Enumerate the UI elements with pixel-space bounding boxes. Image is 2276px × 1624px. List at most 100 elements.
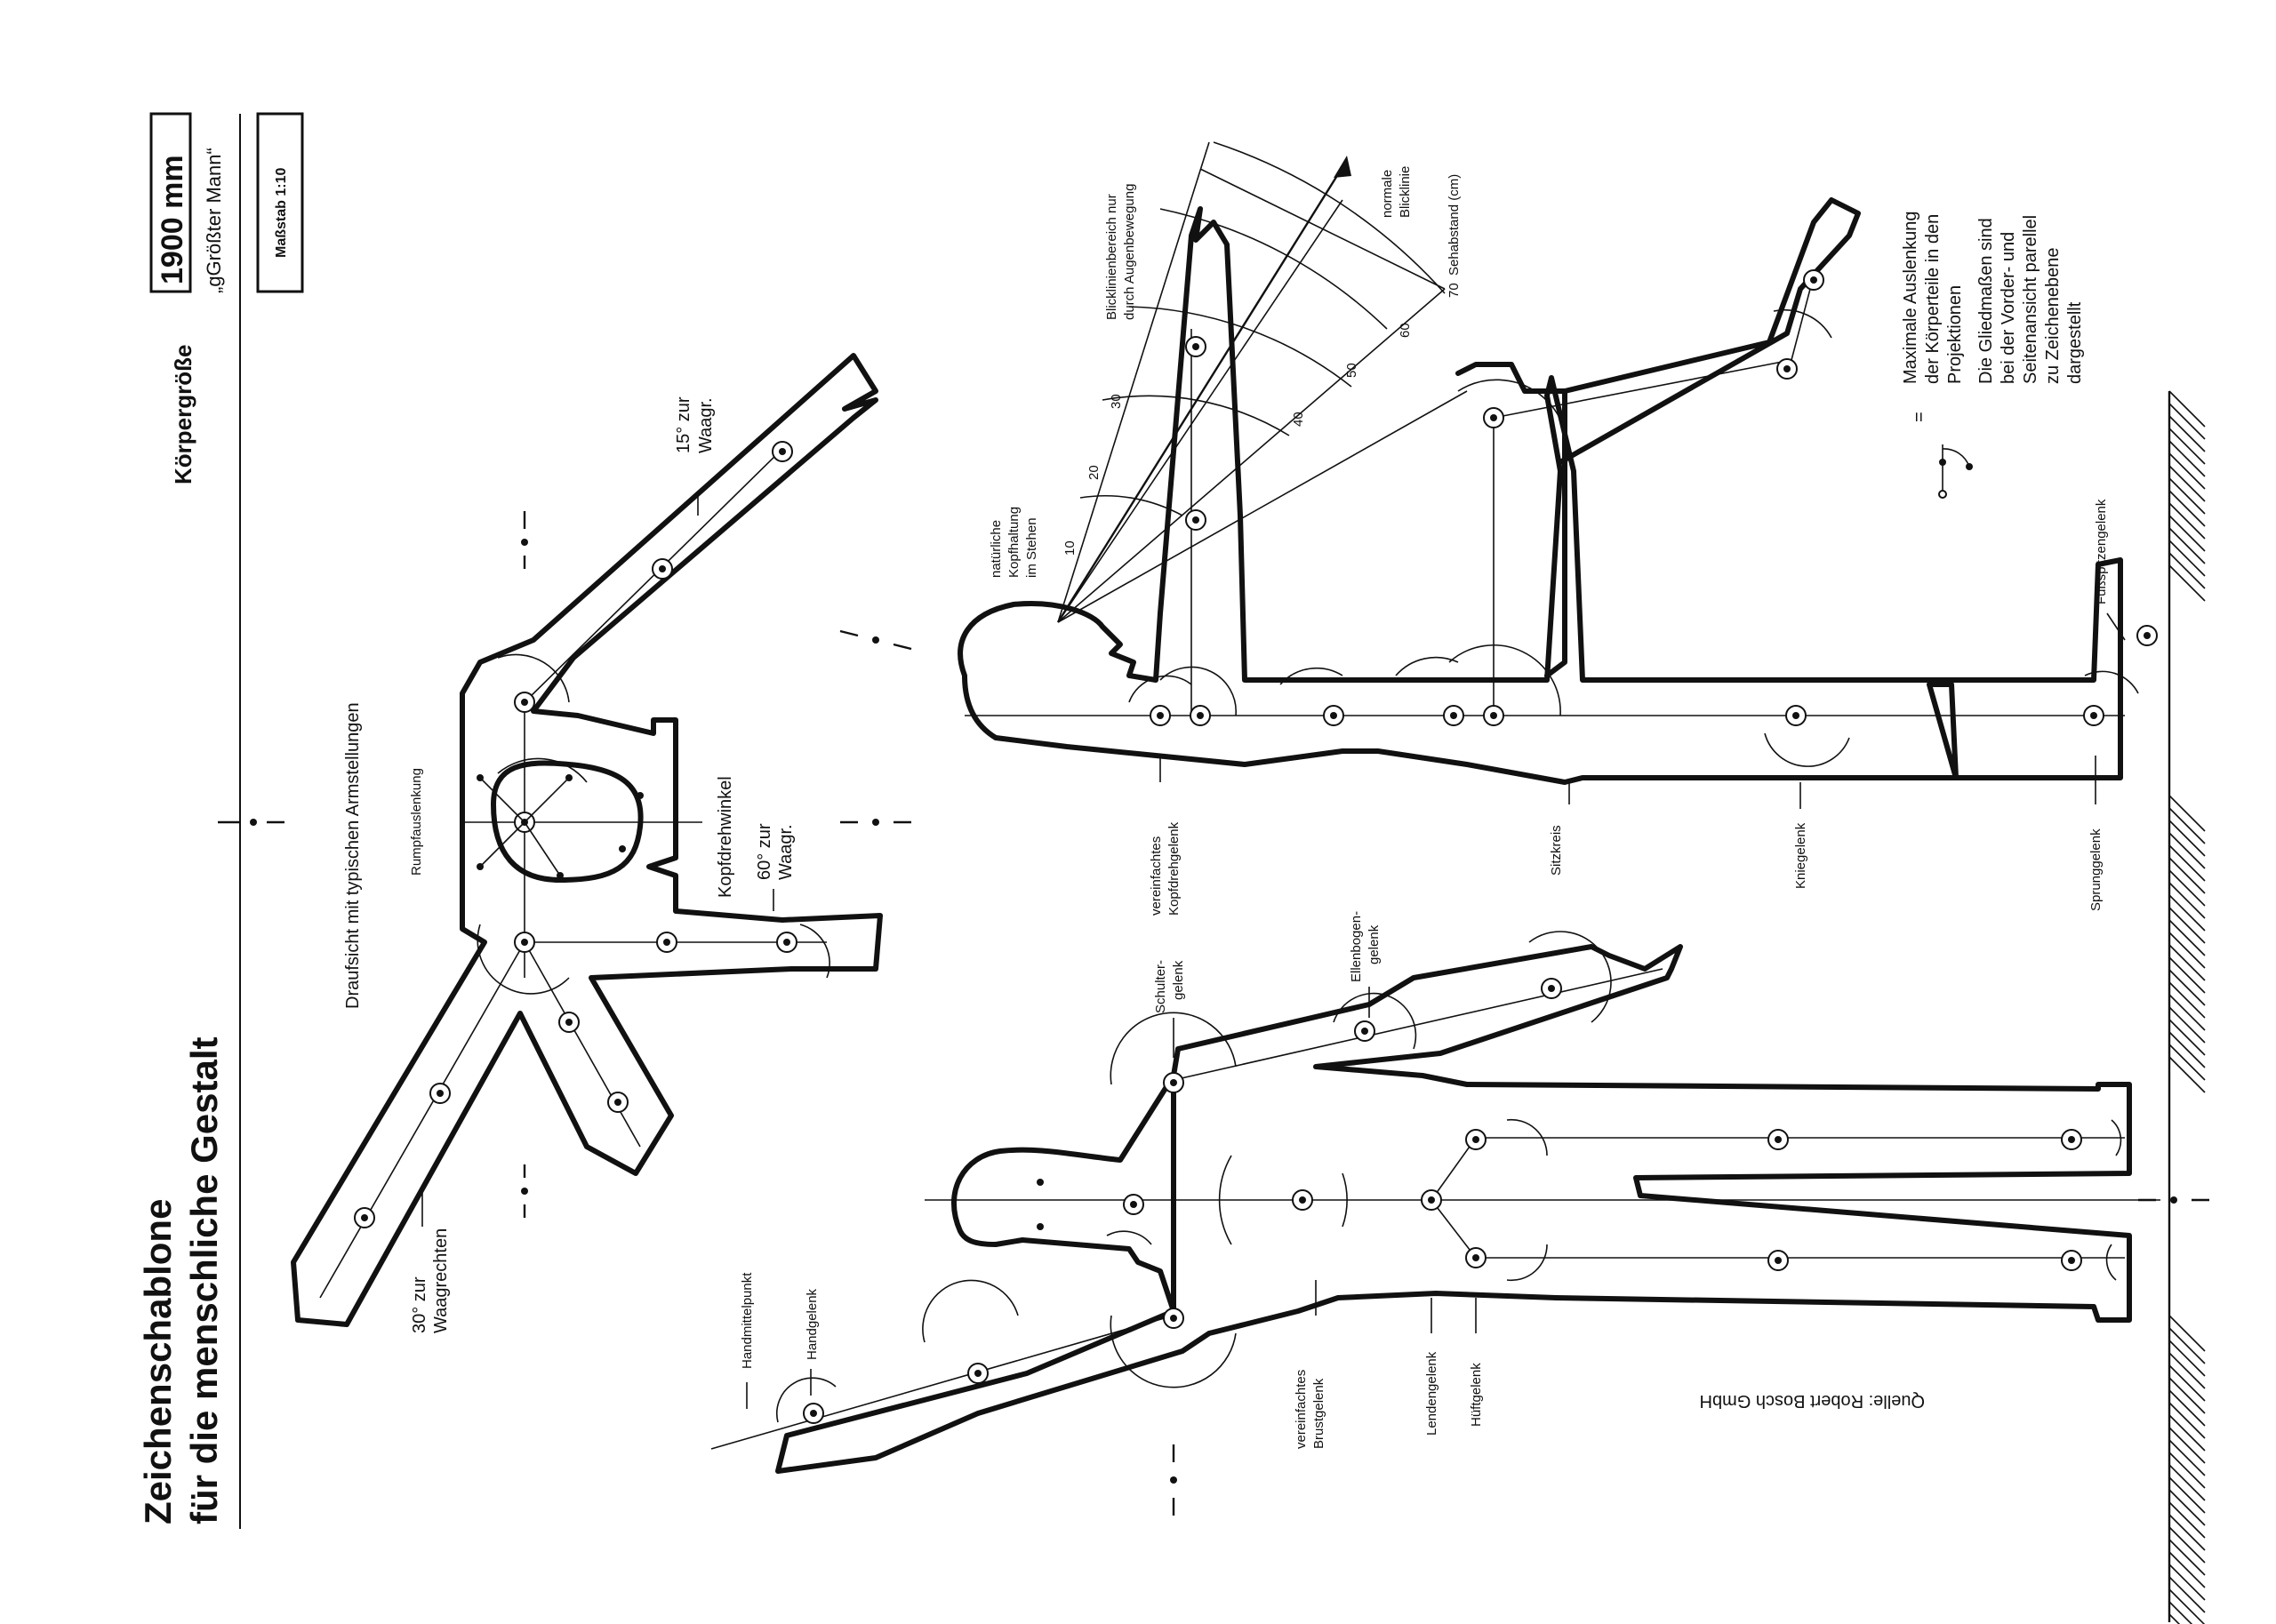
hatch-line: [2168, 1514, 2206, 1551]
side-view-shin: [1493, 359, 1792, 419]
hatch-line: [2168, 540, 2206, 577]
hatch-line: [2168, 1019, 2206, 1056]
top-view-angle-30-a: 30° zur: [410, 1276, 429, 1333]
top-view-angle-60-b: Waagr.: [776, 824, 796, 880]
front-view-leg-upper: [1431, 1137, 1477, 1201]
brust-label-b: Brustgelenk: [1311, 1378, 1326, 1449]
hatch-line: [2168, 465, 2206, 502]
hatch-line: [2168, 1464, 2206, 1501]
side-view-figure: 10 20 30 40 50 60 70 Blicklinienbereich …: [958, 141, 2171, 1622]
top-view-figure: Draufsicht mit typischen Armstellungen R…: [218, 353, 912, 1333]
hatch-line: [2168, 919, 2206, 956]
hatch-line: [2168, 981, 2206, 1019]
hatch-line: [2168, 832, 2206, 869]
hatch-line: [2168, 807, 2206, 844]
top-view-kopfdrehwinkel: Kopfdrehwinkel: [716, 776, 735, 898]
hatch-line: [2168, 1006, 2206, 1044]
hatch-line: [2168, 869, 2206, 907]
fussspitze-leader: [2106, 612, 2126, 641]
sehabstand-label: Sehabstand (cm): [1447, 174, 1462, 276]
hatch-line: [2168, 994, 2206, 1031]
size-value: 1900 mm: [156, 155, 189, 284]
top-view-hand-arc: [799, 924, 830, 979]
hueftgelenk-label: Hüftgelenk: [1469, 1363, 1484, 1427]
top-view-centre-marks: [218, 511, 912, 1218]
top-view-arm-left-line: [319, 941, 525, 1299]
hatch-line: [2168, 403, 2206, 440]
handgelenk-label: Handgelenk: [805, 1288, 820, 1360]
top-view-outline: [291, 353, 883, 1327]
hatch-line: [2168, 527, 2206, 564]
top-view-angle-60-a: 60° zur: [755, 823, 774, 880]
legend-line-1: Maximale Auslenkung: [1901, 211, 1920, 384]
hatch-line: [2168, 1327, 2206, 1364]
top-view-head-arc: [497, 757, 588, 783]
hatch-line: [2168, 907, 2206, 944]
side-view-arcs: [1128, 308, 2139, 767]
fan-tick-70: 70: [1447, 283, 1462, 298]
legend-line-7: zu Zeichenebene: [2043, 248, 2063, 384]
front-view-outline: [775, 944, 2132, 1474]
hatch-line: [2168, 1564, 2206, 1601]
lendengelenk-label: Lendengelenk: [1424, 1351, 1439, 1436]
schulter-label-b: gelenk: [1171, 960, 1186, 1000]
normale-label-b: Blicklinie: [1398, 166, 1413, 218]
hatch-line: [2168, 1613, 2181, 1624]
hatch-line: [2168, 844, 2206, 882]
hatch-line: [2168, 564, 2206, 602]
legend-line-6: Seitenansicht parellel: [2021, 215, 2040, 384]
side-view-lower-leg: [1558, 197, 1861, 465]
hatch-line: [2168, 440, 2206, 477]
scale-box: [256, 112, 304, 293]
fan-tick-20: 20: [1086, 465, 1102, 480]
hatch-line: [2168, 1539, 2206, 1576]
legend-line-2: der Körperteile in den: [1923, 214, 1943, 384]
hatch-line: [2168, 1377, 2206, 1414]
hatch-line: [2168, 390, 2206, 428]
size-note: „gGrößter Mann“: [203, 148, 225, 293]
hatch-line: [2168, 1588, 2206, 1624]
hatch-line: [2168, 1352, 2206, 1389]
top-view-trunk-rays: [477, 774, 644, 879]
blick-label-b: durch Augenbewegung: [1122, 184, 1137, 320]
top-view-heading: Draufsicht mit typischen Armstellungen: [343, 702, 363, 1009]
side-view-outline: [958, 206, 2123, 785]
hatch-line: [2168, 1526, 2206, 1564]
hatch-line: [2168, 552, 2206, 589]
top-view-angle-30-b: Waagrechten: [431, 1228, 451, 1333]
fan-tick-50: 50: [1344, 363, 1359, 378]
hatch-line: [2168, 882, 2206, 919]
hatch-line: [2168, 1489, 2206, 1526]
brust-label-a: vereinfachtes: [1294, 1370, 1309, 1449]
kopfdreh-b: Kopfdrehgelenk: [1166, 821, 1182, 916]
hatch-line: [2168, 1551, 2206, 1588]
fussspitze-label: Fußspitzengelenk: [2094, 499, 2109, 604]
fan-tick-60: 60: [1398, 323, 1413, 338]
ground-hatching: [2168, 390, 2206, 1624]
hatch-line: [2168, 956, 2206, 994]
sitzkreis-label: Sitzkreis: [1549, 825, 1564, 876]
hatch-line: [2168, 1439, 2206, 1476]
handmittelpunkt-label: Handmittelpunkt: [740, 1272, 755, 1369]
ellenbogen-label-b: gelenk: [1366, 924, 1382, 964]
hatch-line: [2168, 857, 2206, 894]
legend: = Maximale Auslenkung der Körperteile in…: [1901, 211, 2085, 499]
front-view-leg-lower: [1431, 1199, 1477, 1259]
top-view-head: [491, 760, 644, 883]
kopfhaltung-b: Kopfhaltung: [1006, 507, 1022, 578]
hatch-line: [2168, 1402, 2206, 1439]
hatch-line: [2168, 1601, 2193, 1624]
hatch-line: [2168, 932, 2206, 969]
front-view-arm-down: [710, 1315, 1174, 1450]
title-block: Zeichenschablone für die menschliche Ges…: [137, 112, 304, 1529]
hatch-line: [2168, 1427, 2206, 1464]
kopfhaltung-c: im Stehen: [1024, 517, 1039, 578]
hatch-line: [2168, 820, 2206, 857]
hatch-line: [2168, 1389, 2206, 1427]
schulter-label-a: Schulter-: [1153, 960, 1168, 1013]
top-view-shoulder2-arc: [477, 924, 570, 995]
kopfdreh-a: vereinfachtes: [1149, 836, 1164, 916]
hatch-line: [2168, 1501, 2206, 1539]
hatch-line: [2168, 795, 2206, 832]
